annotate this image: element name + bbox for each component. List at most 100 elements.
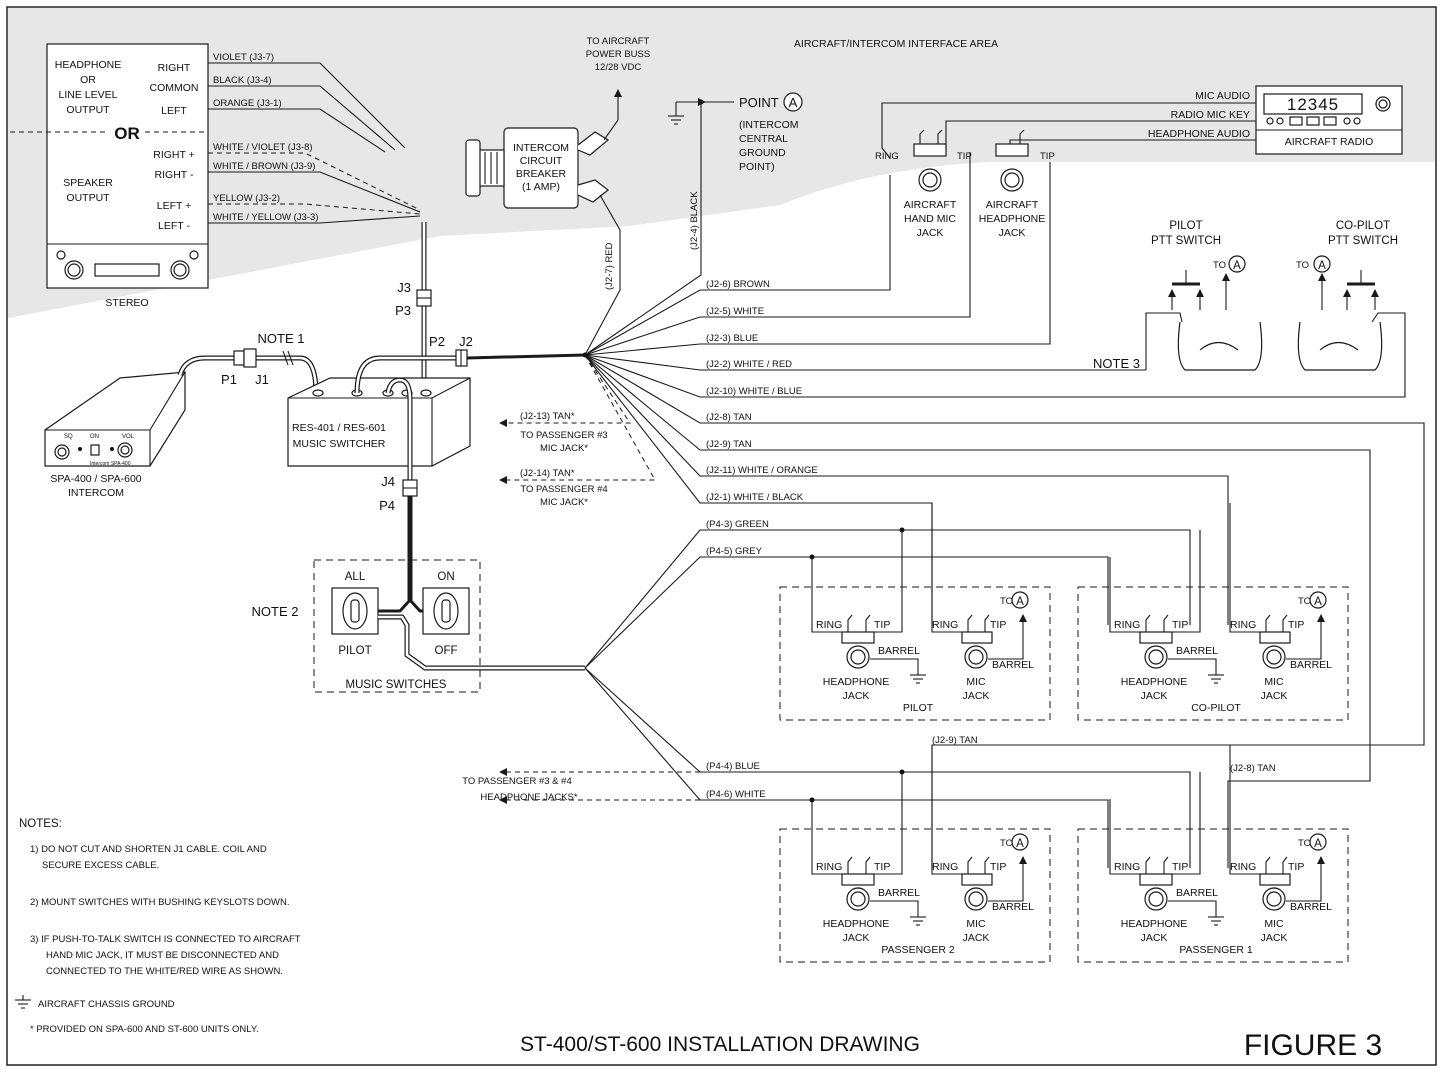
- intercom-vol: VOL: [122, 434, 135, 440]
- power-label-2: POWER BUSS: [586, 49, 650, 60]
- connector-p3: P3: [395, 303, 411, 318]
- wire-j2-8-tan: (J2-8) TAN: [706, 412, 752, 423]
- wire-white-yellow-j3-3: WHITE / YELLOW (J3-3): [213, 212, 318, 223]
- station-mic-ring: RING: [1230, 861, 1256, 873]
- stereo-or-small: OR: [80, 74, 96, 86]
- j3-cable: J3 P3: [395, 222, 432, 400]
- wire-white-brown-j3-9: WHITE / BROWN (J3-9): [213, 161, 315, 172]
- hand-mic-jack-2: HAND MIC: [904, 213, 956, 225]
- wire-p4-4-blue: (P4-4) BLUE: [706, 761, 760, 772]
- station-point-a: A: [1016, 838, 1024, 850]
- interface-area-shade: [8, 8, 1435, 318]
- note-line-5: HAND MIC JACK, IT MUST BE DISCONNECTED A…: [46, 950, 279, 961]
- station-hp-jack-2: JACK: [1141, 932, 1168, 944]
- ac-hp-jack-3: JACK: [999, 227, 1026, 239]
- ac-hp-jack-1: AIRCRAFT: [986, 199, 1039, 211]
- station-point-a: A: [1016, 596, 1024, 608]
- note-3-label: NOTE 3: [1093, 356, 1140, 371]
- station-hp-tip: TIP: [874, 619, 890, 631]
- figure-number: FIGURE 3: [1244, 1029, 1382, 1062]
- pass4-mic-1: TO PASSENGER #4: [520, 484, 607, 495]
- breaker-label-1: INTERCOM: [513, 142, 569, 154]
- station-mic-tip: TIP: [990, 861, 1006, 873]
- station-mic-tip: TIP: [1288, 861, 1304, 873]
- wire-orange-j3-1: ORANGE (J3-1): [213, 98, 282, 109]
- point-a-label: POINT: [739, 95, 779, 110]
- stereo-right-minus: RIGHT -: [155, 169, 194, 181]
- note-ground: AIRCRAFT CHASSIS GROUND: [38, 999, 175, 1010]
- aircraft-radio: 12345 AIRCRAFT RADIO MIC AUDIO RADIO MIC…: [881, 85, 1403, 159]
- p4-wires: (P4-3) GREEN (P4-5) GREY (P4-4) BLUE (P4…: [462, 519, 1276, 868]
- stereo-hp-label: HEADPHONE: [55, 59, 122, 71]
- wire-violet-j3-7: VIOLET (J3-7): [213, 52, 274, 63]
- station-hp-barrel: BARREL: [1176, 887, 1218, 899]
- j1-cable: NOTE 1 P1 J1: [177, 331, 319, 391]
- station-hp-barrel: BARREL: [878, 645, 920, 657]
- radio-label: AIRCRAFT RADIO: [1285, 136, 1373, 148]
- station-mic-tip: TIP: [990, 619, 1006, 631]
- hand-mic-jack-1: AIRCRAFT: [904, 199, 957, 211]
- station-to: TO: [1000, 596, 1013, 607]
- pilot-ptt-to: TO: [1213, 260, 1226, 271]
- copilot-ptt-to: TO: [1296, 260, 1309, 271]
- station-mic-jack-1: MIC: [1264, 918, 1284, 930]
- station-hp-jack-1: HEADPHONE: [823, 676, 890, 688]
- wire-j2-5-white: (J2-5) WHITE: [706, 306, 764, 317]
- intercom-label-2: INTERCOM: [68, 487, 124, 499]
- stereo-line-level: LINE LEVEL: [59, 89, 118, 101]
- connector-p1: P1: [221, 372, 237, 387]
- wire-p4-6-white: (P4-6) WHITE: [706, 789, 766, 800]
- intercom-brand: Intercom SPA-400: [90, 461, 131, 467]
- pilot-ptt-label-2: PTT SWITCH: [1151, 235, 1221, 247]
- wire-j2-9-tan: (J2-9) TAN: [706, 439, 752, 450]
- hand-mic-tip: TIP: [957, 151, 972, 162]
- switcher-label-1: RES-401 / RES-601: [292, 422, 386, 434]
- stereo-label: STEREO: [105, 297, 148, 309]
- station-mic-barrel: BARREL: [992, 901, 1034, 913]
- copilot-ptt-switch: CO-PILOT PTT SWITCH TO A: [1296, 220, 1398, 371]
- ground-point-1: (INTERCOM: [739, 119, 799, 131]
- pass3-mic-2: MIC JACK*: [540, 443, 588, 454]
- hand-mic-jack-3: JACK: [917, 227, 944, 239]
- interface-area-label: AIRCRAFT/INTERCOM INTERFACE AREA: [794, 38, 998, 50]
- station-mic-barrel: BARREL: [1290, 901, 1332, 913]
- wire-white-violet-j3-8: WHITE / VIOLET (J3-8): [213, 142, 313, 153]
- station-name: CO-PILOT: [1191, 702, 1241, 714]
- station-to: TO: [1298, 838, 1311, 849]
- switch-pilot: PILOT: [338, 645, 371, 657]
- point-a: POINT A (INTERCOM CENTRAL GROUND POINT) …: [584, 92, 803, 356]
- station-name: PASSENGER 2: [881, 944, 954, 956]
- note-1-label: NOTE 1: [258, 331, 305, 346]
- wire-j2-11-white-orange: (J2-11) WHITE / ORANGE: [706, 465, 818, 476]
- intercom-label-1: SPA-400 / SPA-600: [50, 473, 141, 485]
- radio-mic-audio: MIC AUDIO: [1195, 90, 1250, 102]
- wire-j2-7-red: (J2-7) RED: [604, 242, 615, 290]
- station-hp-barrel: BARREL: [878, 887, 920, 899]
- note-provided: * PROVIDED ON SPA-600 AND ST-600 UNITS O…: [30, 1024, 259, 1035]
- station-hp-jack-1: HEADPHONE: [1121, 918, 1188, 930]
- stereo-left: LEFT: [161, 105, 187, 117]
- station-mic-ring: RING: [1230, 619, 1256, 631]
- pass4-mic-2: MIC JACK*: [540, 497, 588, 508]
- note-line-2: SECURE EXCESS CABLE.: [42, 860, 159, 871]
- station-to: TO: [1000, 838, 1013, 849]
- pilot-ptt-label-1: PILOT: [1169, 220, 1202, 232]
- radio-mic-key: RADIO MIC KEY: [1171, 109, 1250, 121]
- aircraft-headphone-jack: TIP AIRCRAFT HEADPHONE JACK: [979, 129, 1055, 239]
- station-mic-jack-2: JACK: [1261, 932, 1288, 944]
- stations: RING TIP BARREL HEADPHONE JACK RING TIP BARREL T…: [779, 503, 1349, 963]
- station-mic-tip: TIP: [1288, 619, 1304, 631]
- connector-j3: J3: [397, 280, 411, 295]
- wire-j2-1-white-black: (J2-1) WHITE / BLACK: [706, 492, 804, 503]
- pilot-ptt-a: A: [1233, 260, 1241, 272]
- music-switches: ALL ON PILOT OFF MUSIC SWITCHES NOTE 2: [252, 559, 585, 693]
- wire-j2-4-black: (J2-4) BLACK: [689, 191, 700, 250]
- station-mic-barrel: BARREL: [1290, 659, 1332, 671]
- station-mic-jack-1: MIC: [966, 918, 986, 930]
- ground-point-4: POINT): [739, 161, 775, 173]
- copilot-ptt-a: A: [1318, 260, 1326, 272]
- switch-off: OFF: [435, 645, 458, 657]
